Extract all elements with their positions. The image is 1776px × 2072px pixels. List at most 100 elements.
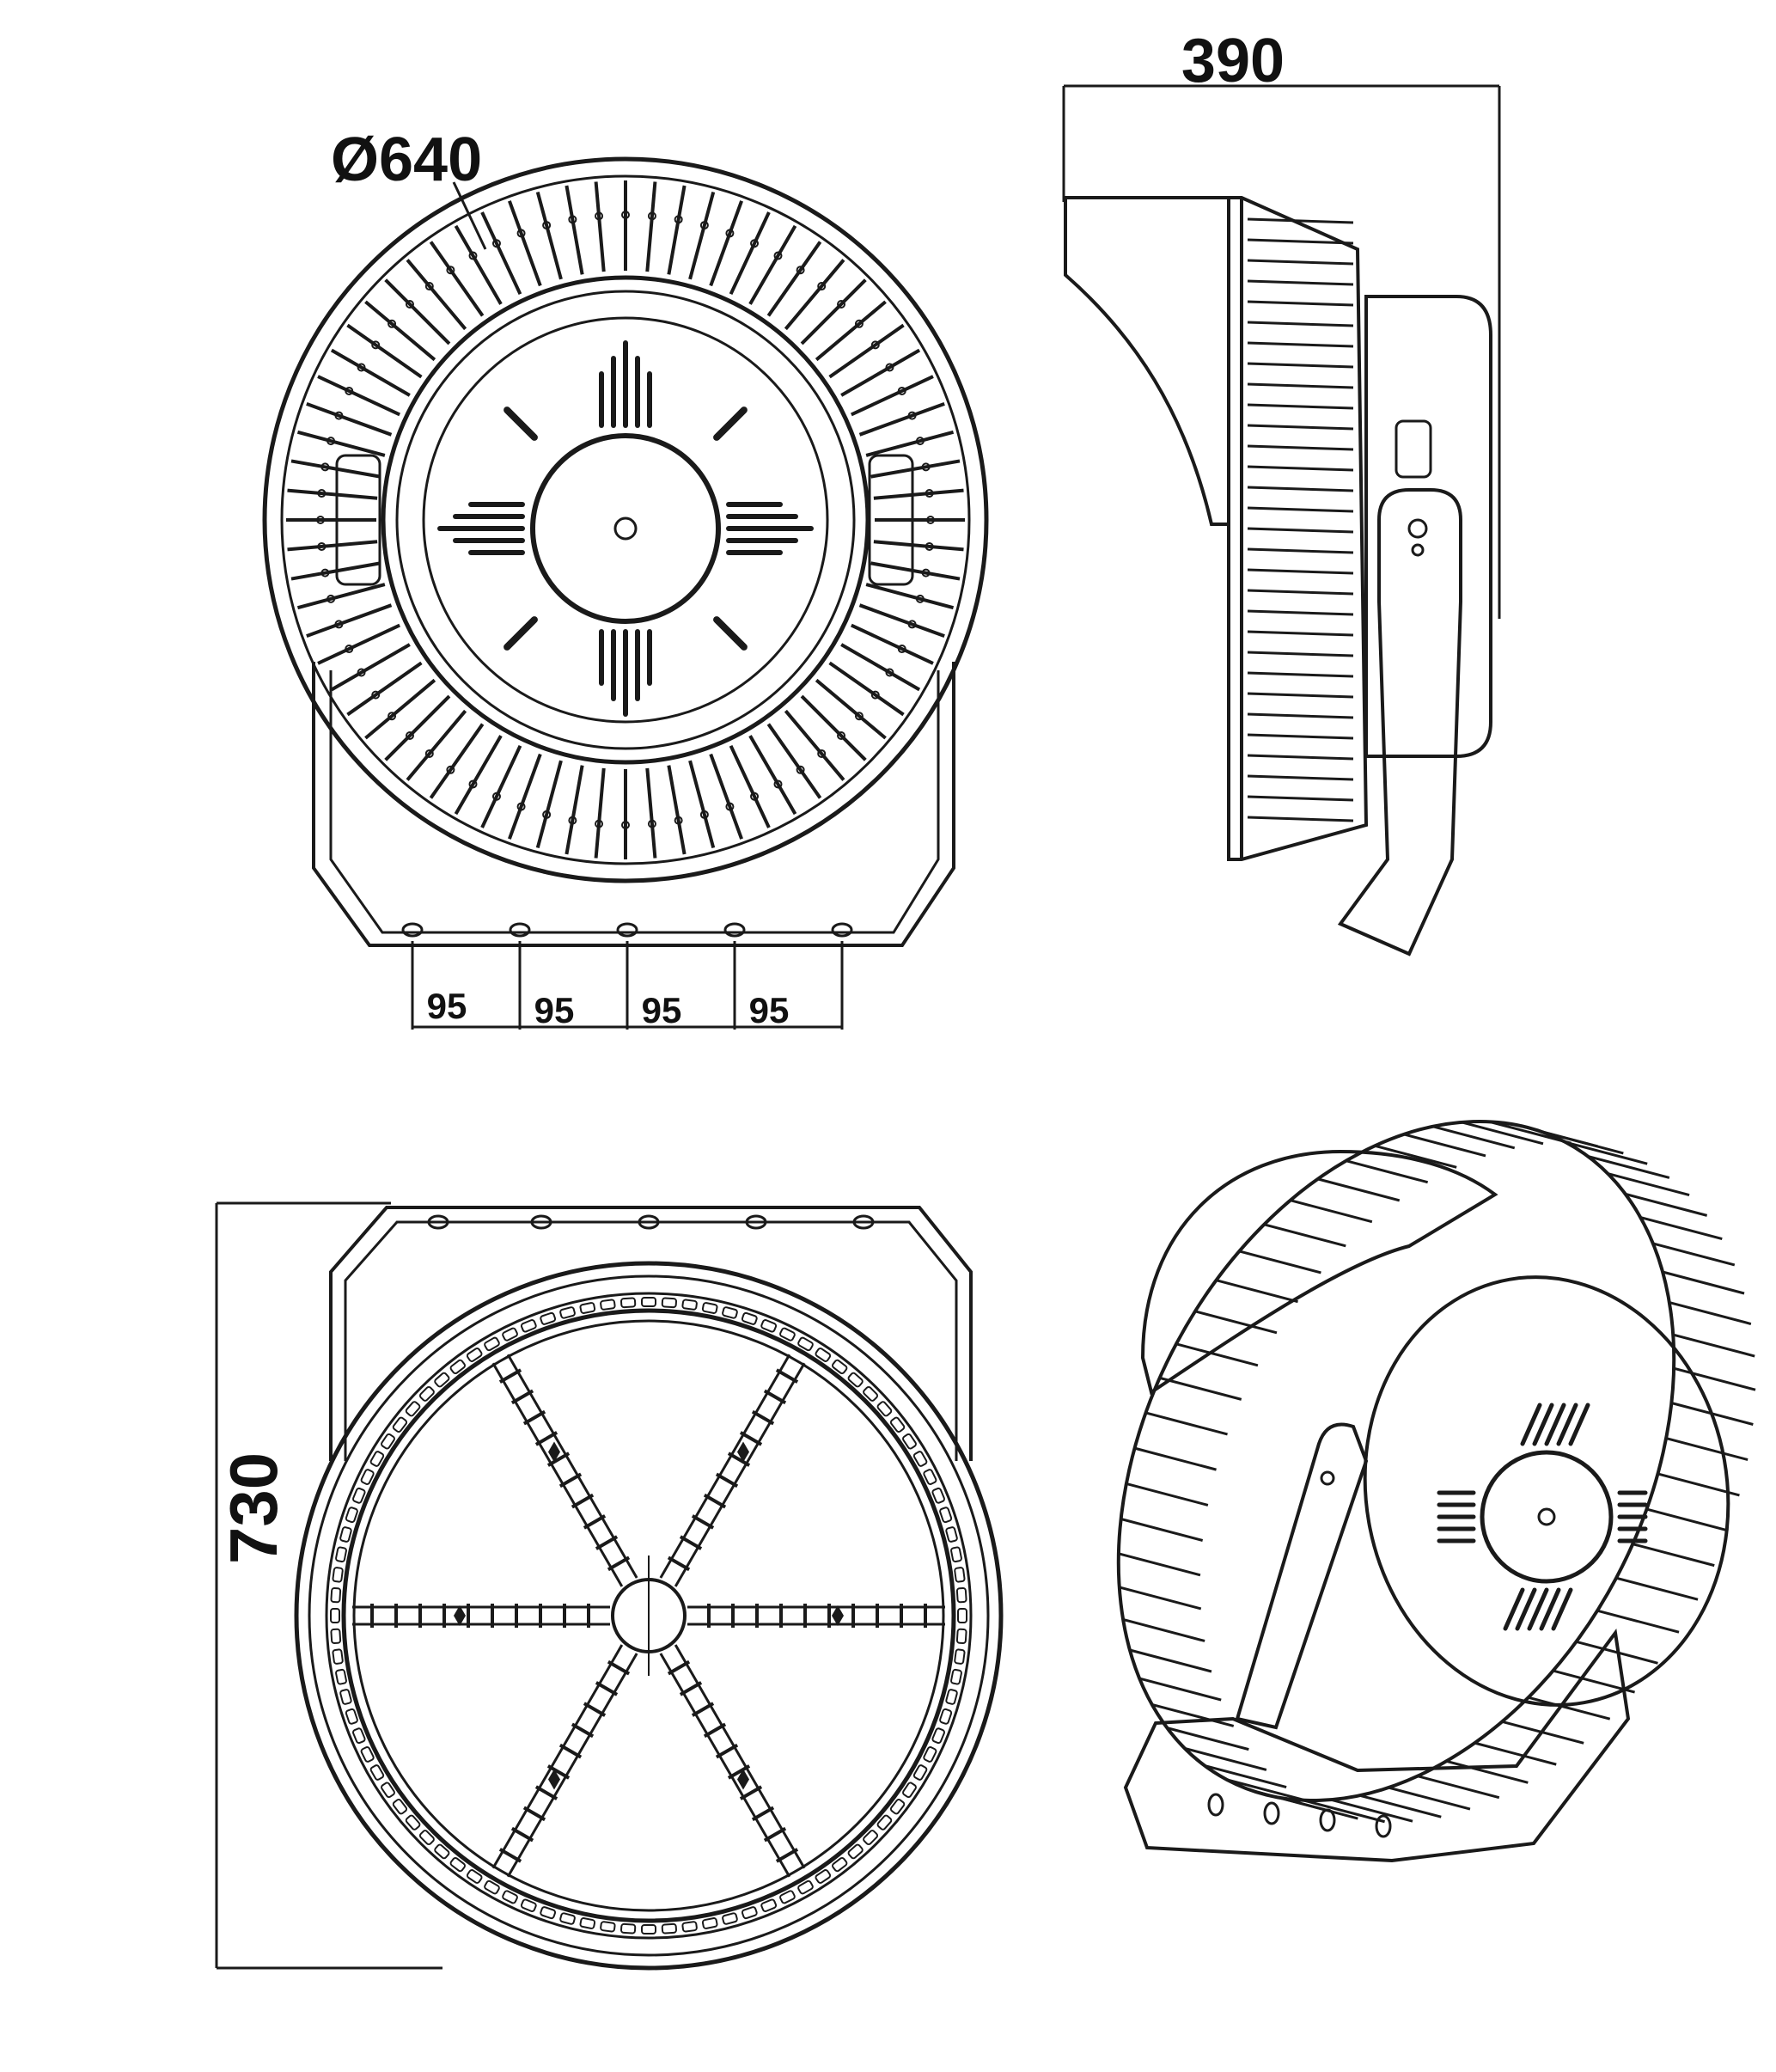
led-module (722, 1912, 738, 1925)
spoke-rib (595, 1681, 619, 1696)
depth-label: 390 (1181, 27, 1285, 95)
front-fin-rivet (316, 516, 325, 524)
front-fin-rivet (647, 211, 656, 221)
front-fin (429, 723, 485, 799)
side-fin (1247, 217, 1354, 224)
led-module (912, 1451, 928, 1467)
front-fin-rivet (446, 266, 455, 275)
iso-fin (1665, 1437, 1749, 1461)
side-fin (1247, 795, 1354, 802)
front-fin (828, 661, 905, 717)
front-fin-rivet (317, 489, 327, 498)
front-side-plate-right (868, 454, 914, 586)
iso-fin (1250, 1788, 1334, 1813)
led-module (466, 1869, 483, 1884)
iso-fin (1118, 1552, 1201, 1577)
led-module (449, 1856, 466, 1873)
led-module (847, 1372, 864, 1388)
front-fin (766, 723, 822, 799)
front-fin-rivet (897, 645, 906, 654)
spoke-rib (715, 1743, 739, 1759)
front-fin (840, 643, 921, 692)
front-fin-rivet (388, 319, 397, 328)
led-module (484, 1879, 500, 1895)
side-fin (1247, 486, 1354, 492)
front-fin-rivet (854, 712, 864, 721)
spoke-rib (667, 1659, 691, 1676)
side-fin (1247, 465, 1354, 472)
front-fin-rivet (750, 239, 760, 248)
iso-fin (1138, 1677, 1222, 1702)
iso-fin (1126, 1482, 1209, 1507)
front-fin (865, 430, 955, 457)
spoke-edge (659, 1653, 791, 1878)
spacing-label-1: 95 (427, 986, 467, 1026)
led-module (449, 1359, 466, 1375)
led-module (392, 1416, 408, 1433)
side-fin (1247, 444, 1354, 451)
front-fin (840, 348, 921, 397)
spacing-label-4: 95 (749, 990, 790, 1030)
iso-fin (1330, 1798, 1413, 1823)
front-fin (346, 323, 423, 379)
front-fin (828, 323, 905, 379)
front-bracket-hole (616, 922, 638, 938)
front-fin (406, 709, 467, 781)
side-fin (1247, 341, 1354, 348)
front-fin (384, 694, 451, 761)
front-fin-rivet (925, 489, 934, 498)
front-fin-rivet (568, 215, 577, 224)
led-module (863, 1385, 879, 1402)
iso-fin (1587, 1154, 1670, 1179)
spoke-rib (498, 1368, 522, 1384)
front-fin (688, 191, 716, 280)
front-fin (667, 765, 687, 855)
front-fin (850, 375, 934, 417)
back-inner-ring-2 (352, 1319, 945, 1912)
back-spokes (352, 1354, 945, 1878)
led-module (540, 1311, 557, 1325)
front-hub-diagonal-slot (713, 616, 748, 651)
iso-fin (1639, 1216, 1723, 1241)
led-module (520, 1319, 537, 1333)
iso-fin (1194, 1310, 1278, 1335)
front-fin (317, 375, 401, 417)
front-fin (870, 561, 961, 581)
front-fin (454, 735, 503, 816)
front-bracket-inner (329, 670, 940, 934)
spoke-rib (498, 1848, 522, 1863)
front-fin-rivet (317, 541, 327, 551)
front-fin-rivet (405, 299, 414, 309)
led-module (600, 1299, 616, 1311)
front-fin-rivet (516, 802, 526, 811)
led-module (335, 1668, 347, 1685)
front-fin (688, 760, 716, 849)
iso-hub-slot (1527, 1587, 1549, 1631)
iso-fin (1632, 1543, 1715, 1568)
front-fin-rivet (568, 816, 577, 825)
side-fin (1247, 321, 1354, 327)
led-module (902, 1433, 917, 1450)
side-fin (1247, 609, 1354, 616)
back-bracket-hole (745, 1214, 767, 1230)
back-bracket-hole (530, 1214, 552, 1230)
iso-fin (1474, 1741, 1557, 1766)
front-fin-rivet (468, 779, 478, 789)
front-fin (645, 767, 657, 859)
led-module (902, 1782, 917, 1799)
led-module (405, 1401, 421, 1417)
led-module (876, 1814, 893, 1831)
led-module (330, 1628, 342, 1644)
spoke-rib (571, 1722, 595, 1739)
iso-fin (1166, 1727, 1249, 1751)
led-module (434, 1372, 450, 1388)
led-module (369, 1764, 385, 1781)
front-fin-rivet (907, 620, 917, 629)
spoke-rib (751, 1409, 775, 1426)
spacing-label-3: 95 (642, 990, 682, 1030)
front-fin-rivet (699, 221, 709, 230)
spoke-rib (679, 1681, 703, 1696)
iso-fin (1374, 1144, 1457, 1169)
iso-fin (1122, 1618, 1205, 1642)
spoke-rib (763, 1389, 787, 1405)
